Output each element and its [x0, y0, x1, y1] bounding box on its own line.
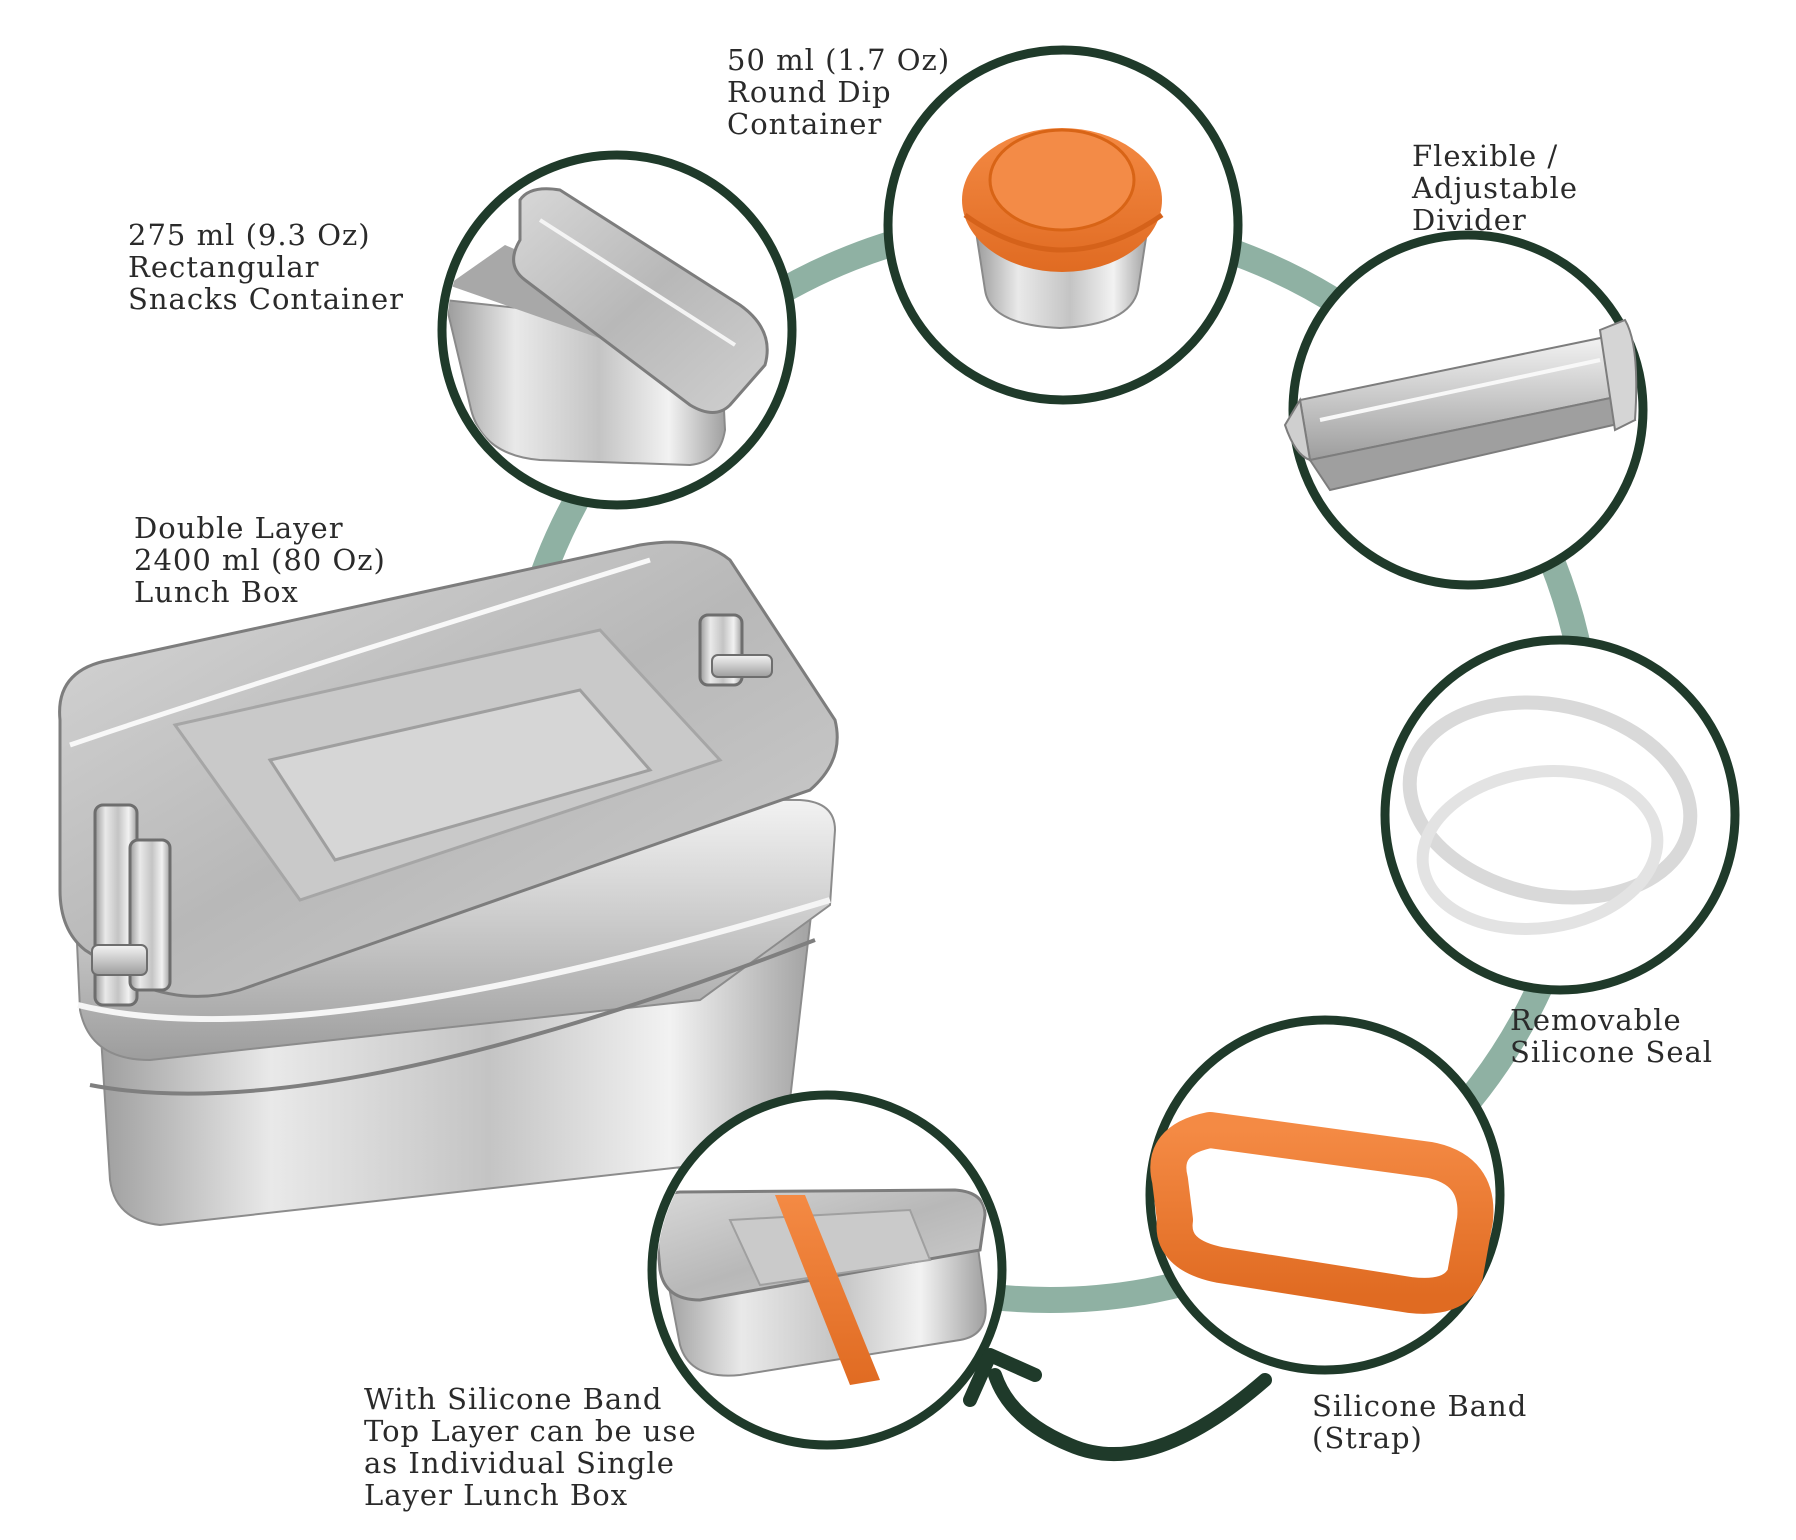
silicone-band-image [1145, 1015, 1505, 1375]
dip-container-image [883, 45, 1243, 405]
single-layer-box-image [647, 1090, 1007, 1450]
label-divider: Flexible / Adjustable Divider [1412, 139, 1579, 237]
label-silicone-seal: Removable Silicone Seal [1510, 1003, 1714, 1069]
label-snacks-container: 275 ml (9.3 Oz) Rectangular Snacks Conta… [128, 218, 404, 316]
snacks-container-image [437, 150, 797, 510]
label-dip-container: 50 ml (1.7 Oz) Round Dip Container [727, 43, 951, 141]
label-lunch-box: Double Layer 2400 ml (80 Oz) Lunch Box [134, 511, 386, 609]
divider-image [1283, 230, 1648, 590]
silicone-seal-image [1380, 635, 1740, 995]
curved-arrow-icon [963, 1348, 1272, 1462]
label-single-layer: With Silicone Band Top Layer can be use … [364, 1382, 697, 1512]
lunch-box-image [58, 540, 839, 1227]
label-silicone-band: Silicone Band (Strap) [1312, 1389, 1528, 1455]
